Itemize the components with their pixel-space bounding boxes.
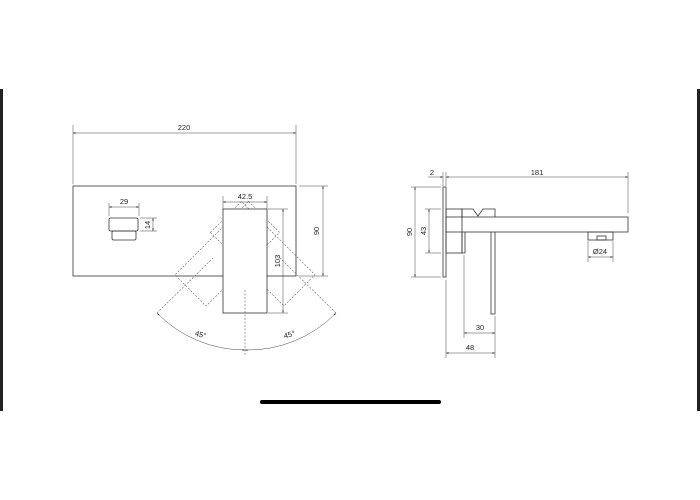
dim-plate-thickness-label: 2 bbox=[430, 168, 434, 177]
dim-width-label: 220 bbox=[178, 123, 191, 132]
dim-plate-height-label: 90 bbox=[405, 228, 414, 236]
side-body bbox=[445, 208, 463, 254]
dim-aerator-label: Ø24 bbox=[593, 247, 607, 256]
dim-total-depth-label: 48 bbox=[466, 343, 474, 352]
side-plate bbox=[442, 186, 447, 278]
angle-right-label: 45° bbox=[283, 329, 296, 341]
dim-projection-label: 181 bbox=[531, 168, 544, 177]
spout bbox=[222, 208, 268, 314]
dim-spout-width-label: 42.5 bbox=[238, 192, 253, 201]
dim-handle-height-label: 14 bbox=[143, 221, 152, 229]
dim-height-label: 90 bbox=[312, 227, 321, 235]
angle-left-label: 45° bbox=[194, 329, 207, 341]
home-indicator[interactable] bbox=[260, 400, 441, 404]
wall-plate bbox=[72, 185, 297, 277]
handle-body bbox=[108, 217, 139, 232]
front-view: 220 29 14 42.5 103 90 4 bbox=[72, 123, 337, 356]
screen-edge-left bbox=[0, 89, 3, 411]
angle-arc-right bbox=[244, 312, 337, 351]
dim-spout-length-label: 103 bbox=[273, 255, 282, 268]
side-spout bbox=[445, 216, 629, 233]
side-lever bbox=[490, 232, 496, 315]
side-view: 2 181 90 43 Ø24 30 48 bbox=[405, 168, 629, 358]
angle-arc-left bbox=[156, 312, 246, 351]
handle-base bbox=[111, 230, 137, 241]
dim-lever-depth-label: 30 bbox=[476, 323, 484, 332]
screen-edge-right bbox=[697, 89, 700, 411]
side-handle-top bbox=[461, 208, 496, 217]
dim-handle-width-label: 29 bbox=[120, 197, 128, 206]
dim-body-height-label: 43 bbox=[419, 227, 428, 235]
